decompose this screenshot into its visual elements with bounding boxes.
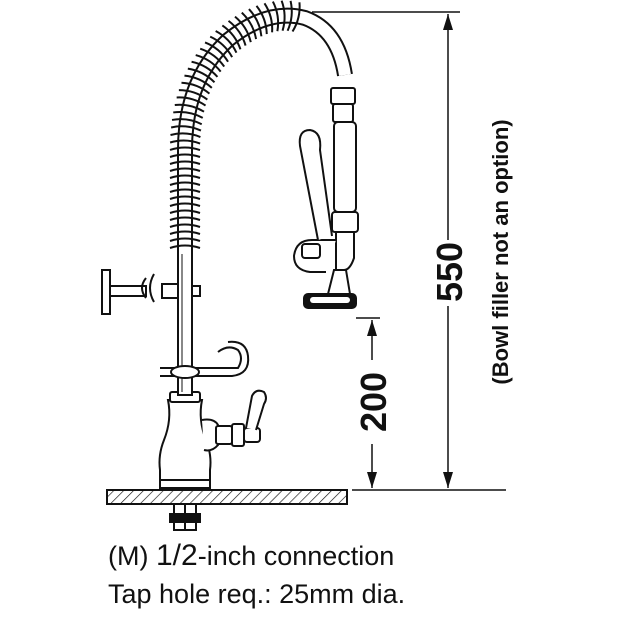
spring-coil bbox=[209, 35, 233, 58]
spring-coil bbox=[204, 41, 229, 63]
spring-coil bbox=[170, 132, 201, 138]
spring-coil bbox=[280, 0, 286, 31]
spring-coil bbox=[195, 54, 222, 73]
spring-coil bbox=[169, 167, 201, 172]
countertop bbox=[106, 489, 348, 505]
wall-bracket bbox=[101, 269, 201, 315]
spring-coil bbox=[171, 118, 203, 126]
spring-coil bbox=[291, 2, 301, 33]
spring-coil bbox=[248, 8, 263, 37]
caption-suffix: -inch connection bbox=[197, 541, 395, 571]
spring-coil bbox=[169, 153, 201, 158]
spring-coil bbox=[169, 188, 201, 193]
spring-coil bbox=[169, 181, 201, 186]
spring-coil bbox=[169, 160, 201, 165]
spring-coil bbox=[169, 174, 201, 179]
caption-line-2: Tap hole req.: 25mm dia. bbox=[108, 579, 406, 609]
spring-coil bbox=[169, 230, 201, 235]
spring-coil bbox=[241, 11, 258, 40]
spring-coil bbox=[286, 0, 293, 32]
spring-coil bbox=[187, 67, 216, 84]
spring-coil bbox=[176, 96, 207, 107]
side-valve bbox=[201, 389, 267, 452]
spring-coil bbox=[178, 89, 208, 101]
spring-coil bbox=[271, 1, 280, 32]
spring-coil bbox=[181, 81, 211, 95]
caption-line-1: (M) 1/2-inch connection bbox=[108, 539, 395, 572]
spring-coil bbox=[199, 47, 226, 68]
spring-coil bbox=[174, 103, 205, 113]
spring-coil bbox=[255, 5, 268, 35]
spring-coil bbox=[169, 216, 201, 221]
spring-coil bbox=[169, 223, 201, 228]
dimension-550-label: 550 bbox=[429, 242, 470, 302]
spray-valve bbox=[292, 121, 359, 309]
spring-coil bbox=[170, 125, 202, 132]
caption-prefix: (M) bbox=[108, 541, 156, 571]
spring-coil bbox=[169, 244, 201, 249]
spring-coil bbox=[263, 2, 274, 33]
hook-bracket bbox=[160, 340, 250, 379]
spring-coil bbox=[184, 74, 213, 89]
caption-fraction: 1/2 bbox=[155, 539, 198, 572]
spring-coil bbox=[169, 209, 201, 214]
spring-coil bbox=[169, 139, 201, 145]
hose-fitting bbox=[330, 87, 356, 123]
spring-coil bbox=[169, 202, 201, 207]
dimension-550 bbox=[312, 11, 506, 491]
spring-coil bbox=[191, 60, 219, 78]
spring-coil bbox=[221, 24, 242, 50]
dimension-200-label: 200 bbox=[353, 372, 394, 432]
spring-coil bbox=[227, 20, 247, 46]
spring-coil bbox=[169, 237, 201, 242]
spring-coil bbox=[169, 146, 201, 151]
supply-connection bbox=[169, 503, 201, 531]
faucet-body bbox=[158, 391, 212, 489]
spring-coil bbox=[173, 110, 204, 119]
spring-coil bbox=[234, 15, 252, 43]
spring-coil bbox=[215, 30, 238, 54]
dimension-200 bbox=[356, 317, 380, 488]
spring-coil bbox=[169, 195, 201, 200]
spring-coils bbox=[169, 0, 301, 249]
dimension-550-note: (Bowl filler not an option) bbox=[488, 119, 513, 384]
